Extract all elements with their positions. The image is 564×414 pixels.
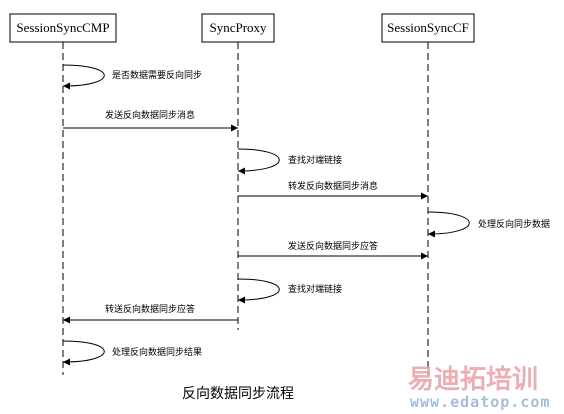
watermark-brand: 易迪拓培训 [408, 365, 538, 395]
message-label: 查找对端链接 [288, 283, 342, 295]
message-label: 处理反向同步数据 [478, 218, 550, 230]
message-label: 查找对端链接 [288, 154, 342, 166]
message-label: 发送反向数据同步消息 [105, 109, 195, 121]
actor-sessionsynccmp: SessionSyncCMP [9, 13, 117, 43]
message-self-proxy-2: 查找对端链接 [237, 278, 342, 304]
watermark-url: www.edatop.com [410, 393, 550, 411]
message-proxy-to-cmp: 转送反向数据同步应答 [63, 303, 238, 324]
diagram-caption: 反向数据同步流程 [182, 386, 294, 402]
actor-sessionsynccf: SessionSyncCF [381, 13, 475, 43]
message-self-cmp-2: 处理反向数据同步结果 [62, 340, 202, 366]
watermark: 易迪拓培训 www.edatop.com [408, 365, 550, 411]
message-self-cf: 处理反向同步数据 [427, 211, 550, 238]
message-cmp-to-proxy: 发送反向数据同步消息 [63, 109, 238, 132]
message-label: 处理反向数据同步结果 [112, 346, 202, 358]
actor-syncproxy: SyncProxy [201, 13, 275, 43]
message-proxy-to-cf-2: 发送反向数据同步应答 [238, 240, 428, 260]
actor-label-syncproxy: SyncProxy [209, 20, 267, 35]
actor-label-sessionsynccf: SessionSyncCF [387, 20, 469, 35]
message-label: 转发反向数据同步消息 [288, 180, 378, 192]
message-self-cmp-1: 是否数据需要反向同步 [62, 64, 202, 90]
message-label: 发送反向数据同步应答 [288, 240, 378, 252]
actor-label-sessionsynccmp: SessionSyncCMP [16, 20, 109, 35]
message-proxy-to-cf-1: 转发反向数据同步消息 [238, 180, 428, 200]
message-label: 转送反向数据同步应答 [105, 303, 195, 315]
message-label: 是否数据需要反向同步 [112, 69, 202, 81]
message-self-proxy-1: 查找对端链接 [237, 148, 342, 175]
